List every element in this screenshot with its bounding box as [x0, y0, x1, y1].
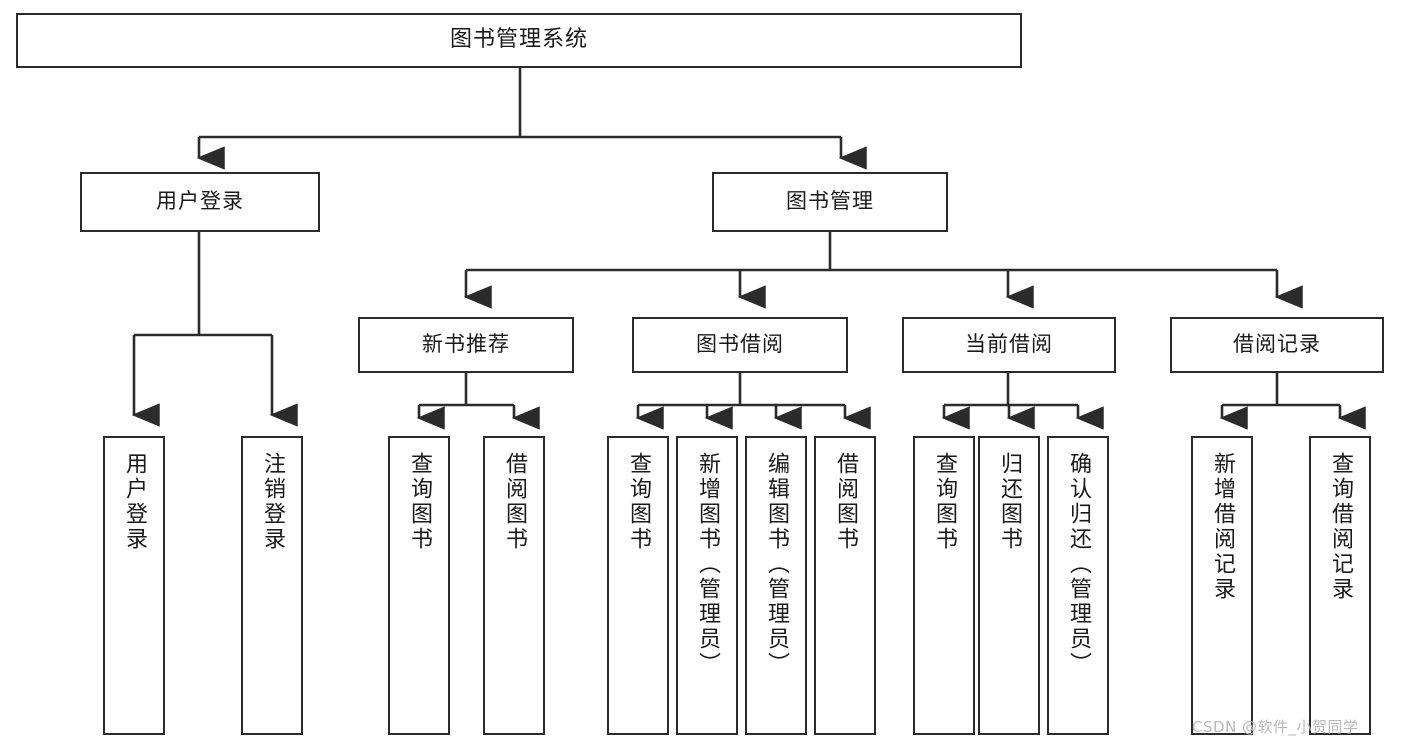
leaf-query-book-2[interactable]: 查询图书: [607, 436, 669, 735]
leaf-return-book[interactable]: 归还图书: [978, 436, 1040, 735]
leaf-logout-login[interactable]: 注销登录: [241, 436, 303, 735]
leaf-label: 新增图书（管理员）: [694, 452, 720, 677]
leaf-label: 用户登录: [121, 452, 147, 552]
leaf-add-book[interactable]: 新增图书（管理员）: [676, 436, 738, 735]
node-user-login[interactable]: 用户登录: [80, 172, 320, 232]
leaf-label: 确认归还（管理员）: [1065, 452, 1091, 677]
leaf-query-borrow-record[interactable]: 查询借阅记录: [1309, 436, 1371, 735]
leaf-query-book-1[interactable]: 查询图书: [388, 436, 450, 735]
leaf-borrow-book-1[interactable]: 借阅图书: [483, 436, 545, 735]
leaf-user-login[interactable]: 用户登录: [103, 436, 165, 735]
leaf-confirm-return[interactable]: 确认归还（管理员）: [1047, 436, 1109, 735]
leaf-label: 新增借阅记录: [1209, 452, 1235, 602]
leaf-label: 查询图书: [931, 452, 957, 552]
leaf-add-borrow-record[interactable]: 新增借阅记录: [1191, 436, 1253, 735]
node-book-borrow[interactable]: 图书借阅: [632, 317, 848, 373]
csdn-watermark: CSDN @软件_小贺同学: [1192, 718, 1359, 736]
leaf-label: 查询图书: [406, 452, 432, 552]
node-new-book-recommend[interactable]: 新书推荐: [358, 317, 574, 373]
leaf-label: 注销登录: [259, 452, 285, 552]
node-borrow-record[interactable]: 借阅记录: [1170, 317, 1384, 373]
leaf-label: 查询借阅记录: [1327, 452, 1353, 602]
leaf-borrow-book-2[interactable]: 借阅图书: [814, 436, 876, 735]
node-root-system[interactable]: 图书管理系统: [16, 13, 1022, 68]
leaf-label: 借阅图书: [501, 452, 527, 552]
leaf-edit-book[interactable]: 编辑图书（管理员）: [745, 436, 807, 735]
leaf-label: 查询图书: [625, 452, 651, 552]
leaf-label: 借阅图书: [832, 452, 858, 552]
leaf-query-book-3[interactable]: 查询图书: [913, 436, 975, 735]
node-book-manage[interactable]: 图书管理: [712, 172, 948, 232]
node-current-borrow[interactable]: 当前借阅: [902, 317, 1116, 373]
leaf-label: 编辑图书（管理员）: [763, 452, 789, 677]
leaf-label: 归还图书: [996, 452, 1022, 552]
